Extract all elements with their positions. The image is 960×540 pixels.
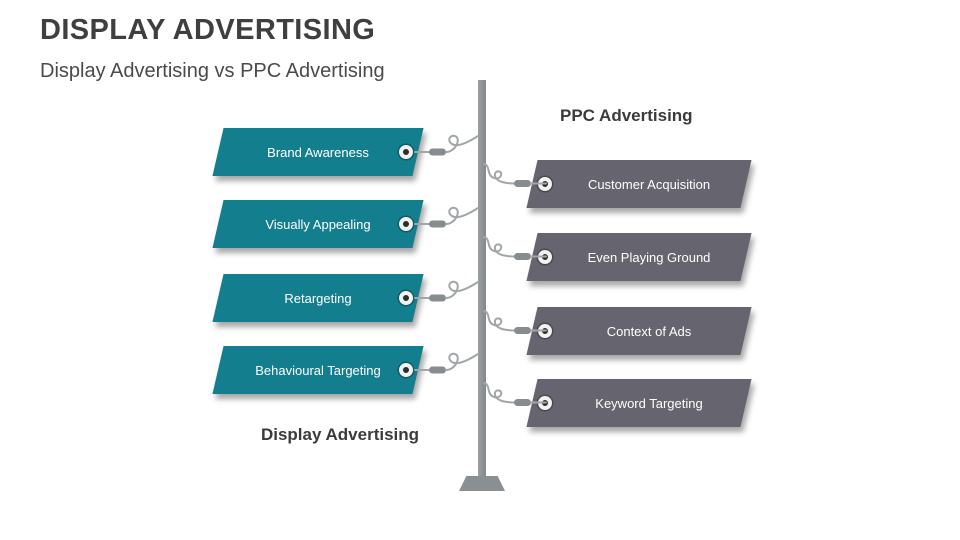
tag-label: Behavioural Targeting [255,362,381,378]
grommet-icon [399,145,413,159]
slide-title: DISPLAY ADVERTISING [40,14,376,46]
slide-subtitle: Display Advertising vs PPC Advertising [40,60,385,82]
tag-cord [414,280,479,302]
tag-label: Keyword Targeting [595,395,703,411]
tag-cord [483,236,547,260]
tag-cord [414,352,479,374]
tag-cord [483,163,547,187]
grommet-icon [399,291,413,305]
display-advertising-heading: Display Advertising [260,425,420,444]
tag-behavioural-targeting: Behavioural Targeting [212,346,424,394]
tag-label: Visually Appealing [265,216,371,232]
ppc-advertising-heading: PPC Advertising [560,106,693,125]
tag-cord [414,134,479,156]
tag-label: Context of Ads [606,323,692,339]
tag-retargeting: Retargeting [212,274,424,322]
tag-cord [414,206,479,228]
tag-label: Even Playing Ground [587,249,711,265]
pole-base [459,476,505,491]
tag-label: Brand Awareness [267,144,369,160]
tag-visually-appealing: Visually Appealing [212,200,424,248]
tag-keyword-targeting: Keyword Targeting [526,379,752,427]
tag-label: Retargeting [284,290,352,306]
grommet-icon [399,363,413,377]
tag-even-playing-ground: Even Playing Ground [526,233,752,281]
tag-brand-awareness: Brand Awareness [212,128,424,176]
tag-label: Customer Acquisition [587,176,711,192]
pole [478,80,486,478]
tag-cord [483,382,547,406]
tag-context-of-ads: Context of Ads [526,307,752,355]
tag-customer-acquisition: Customer Acquisition [526,160,752,208]
grommet-icon [399,217,413,231]
tag-cord [483,310,547,334]
